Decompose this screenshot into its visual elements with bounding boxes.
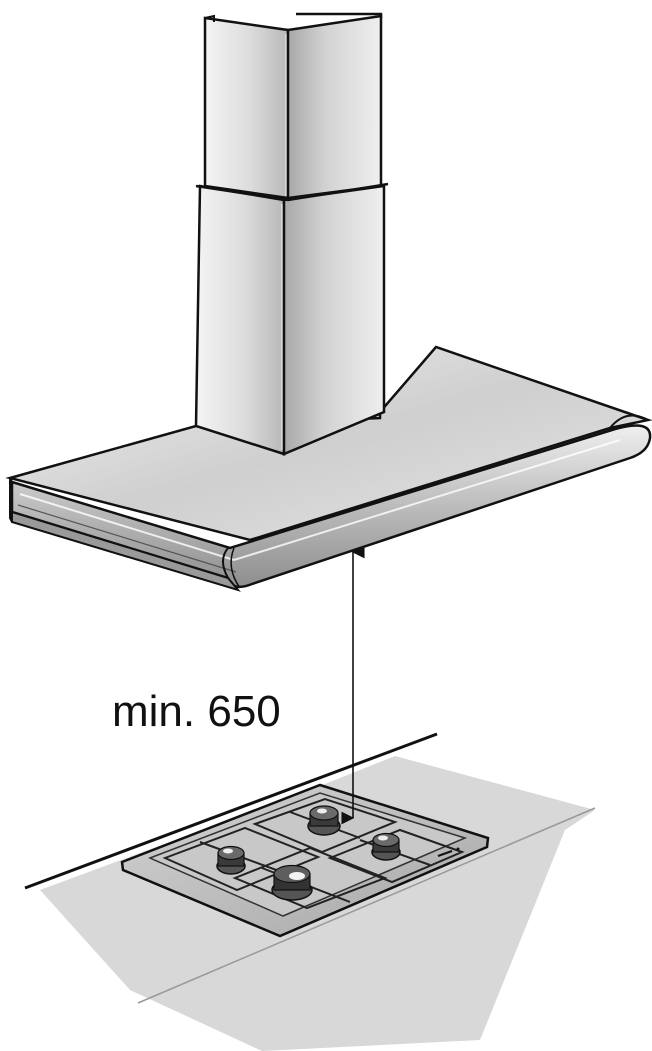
burner-rear-center bbox=[307, 805, 341, 836]
hood-canopy bbox=[5, 345, 652, 592]
gas-hob bbox=[120, 783, 490, 938]
burner-left bbox=[216, 845, 246, 875]
dimension-label: min. 650 bbox=[112, 687, 281, 736]
burner-front-wok bbox=[271, 864, 313, 901]
burner-right bbox=[371, 832, 401, 861]
hood-chimney bbox=[194, 12, 389, 456]
